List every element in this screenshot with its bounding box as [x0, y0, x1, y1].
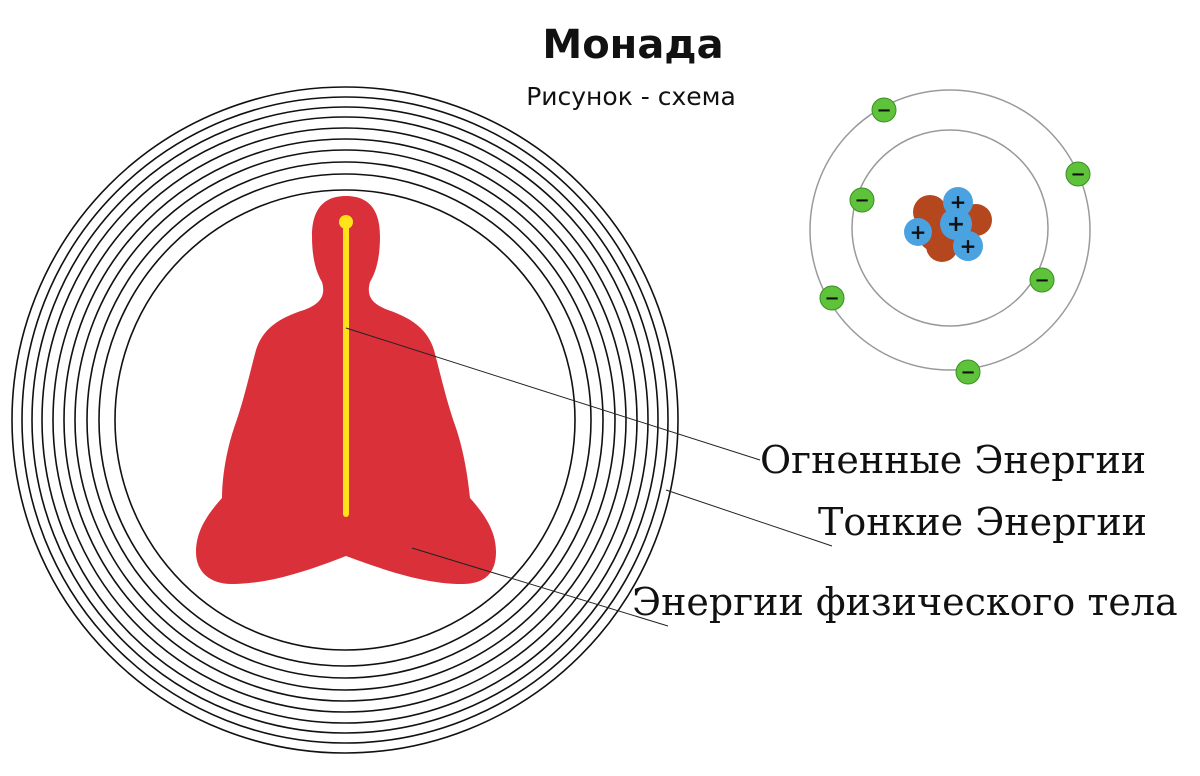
svg-text:+: +	[910, 220, 927, 244]
crown-point	[339, 215, 353, 229]
aura-ring	[98, 173, 592, 667]
aura-ring	[41, 116, 649, 724]
page-title: Монада	[542, 22, 724, 68]
electron: −	[849, 187, 875, 213]
outer-orbit	[809, 89, 1091, 371]
svg-text:−: −	[824, 288, 839, 309]
svg-text:+: +	[960, 234, 977, 258]
aura-ring	[21, 96, 669, 744]
electron: −	[1029, 267, 1055, 293]
aura-ring	[31, 106, 659, 734]
label-fiery-energies: Огненные Энергии	[760, 438, 1147, 482]
svg-text:−: −	[854, 190, 869, 211]
svg-text:−: −	[1034, 270, 1049, 291]
electrons: − − − − − −	[819, 97, 1091, 385]
svg-text:−: −	[1070, 164, 1085, 185]
nucleus: + + + +	[904, 187, 992, 262]
svg-text:+: +	[947, 212, 965, 237]
proton: +	[940, 208, 972, 240]
svg-text:−: −	[960, 362, 975, 383]
aura-ring	[11, 86, 679, 754]
aura-ring	[63, 138, 627, 702]
aura-ring	[86, 161, 604, 679]
atom-model: + + + + − − − −	[809, 89, 1091, 385]
electron: −	[819, 285, 845, 311]
leader-line-subtle	[665, 489, 833, 547]
aura-ring	[114, 189, 576, 651]
page-subtitle: Рисунок - схема	[526, 82, 736, 111]
aura-rings	[11, 86, 679, 754]
leader-line-physical	[411, 547, 669, 627]
electron: −	[955, 359, 981, 385]
svg-text:+: +	[950, 190, 967, 214]
electron: −	[1065, 161, 1091, 187]
aura-ring	[52, 127, 638, 713]
label-subtle-energies: Тонкие Энергии	[818, 500, 1147, 544]
aura-ring	[74, 149, 616, 691]
leader-line-fiery	[345, 327, 761, 461]
electron: −	[871, 97, 897, 123]
svg-text:−: −	[876, 100, 891, 121]
label-physical-body-energies: Энергии физического тела	[632, 580, 1178, 624]
inner-orbit	[851, 129, 1049, 327]
proton: +	[904, 218, 932, 246]
